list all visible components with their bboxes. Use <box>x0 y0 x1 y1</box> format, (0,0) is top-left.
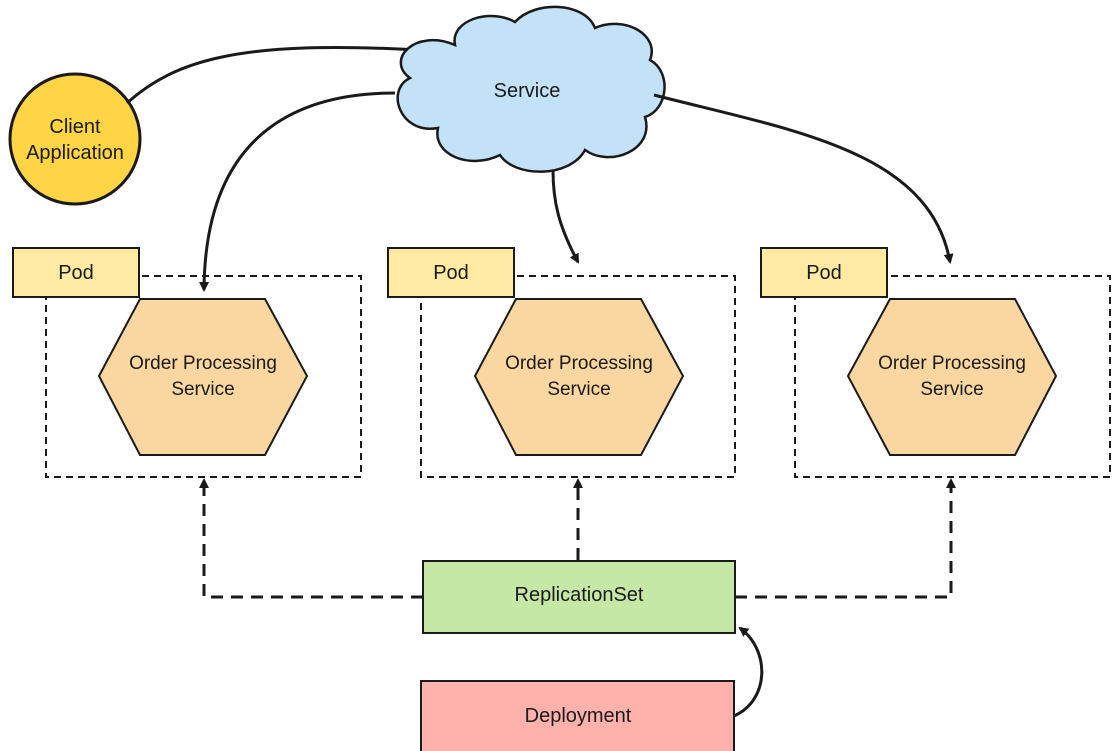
service-to-pod3-arrow <box>653 93 954 264</box>
pod-3[interactable]: Pod Order Processing Service <box>760 247 1111 478</box>
service-cloud-node[interactable]: Service <box>396 5 666 173</box>
hexagon-label-line2: Service <box>920 379 983 400</box>
order-processing-service-hexagon <box>473 298 685 456</box>
client-application-node[interactable]: Client Application <box>8 72 142 206</box>
pod-tag <box>12 247 140 298</box>
pod-2[interactable]: Pod Order Processing Service <box>387 247 736 478</box>
replicaset-label: ReplicationSet <box>515 584 644 606</box>
pod-tag-label: Pod <box>58 262 94 284</box>
hexagon-label-line2: Service <box>171 379 234 400</box>
service-label: Service <box>494 80 561 102</box>
deployment-label: Deployment <box>525 705 632 727</box>
client-label-line1: Client <box>49 116 101 138</box>
pod-tag-label: Pod <box>433 262 469 284</box>
hexagon-label-line1: Order Processing <box>129 353 277 374</box>
replicaset-node[interactable]: ReplicationSet <box>422 560 736 634</box>
order-processing-service-hexagon <box>846 298 1058 456</box>
pod-boundary <box>45 275 362 478</box>
replicaset-to-pod1-arrow <box>199 478 423 599</box>
service-to-pod1-arrow <box>199 91 396 292</box>
deployment-node[interactable]: Deployment <box>420 680 735 751</box>
client-label-line2: Application <box>26 142 124 164</box>
client-to-service-arrow <box>125 44 420 105</box>
order-processing-service-hexagon <box>97 298 309 456</box>
deployment-to-replicaset-arrow <box>733 626 764 718</box>
hexagon-label-line1: Order Processing <box>505 353 653 374</box>
pod-boundary <box>420 275 736 478</box>
pod-tag <box>387 247 515 298</box>
hexagon-label-line2: Service <box>547 379 610 400</box>
pod-tag <box>760 247 888 298</box>
service-to-pod2-arrow <box>551 169 580 264</box>
replicaset-to-pod3-arrow <box>735 478 956 599</box>
pod-tag-label: Pod <box>806 262 842 284</box>
pod-boundary <box>794 275 1111 478</box>
hexagon-label-line1: Order Processing <box>878 353 1026 374</box>
pod-1[interactable]: Pod Order Processing Service <box>12 247 362 478</box>
